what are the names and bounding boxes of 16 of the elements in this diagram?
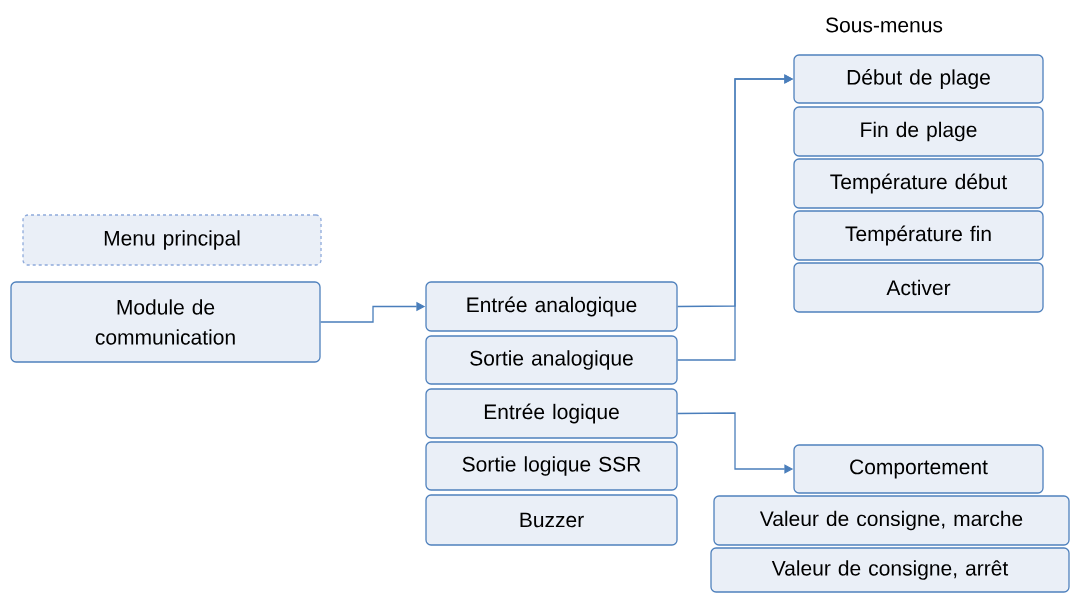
- menu-item-box: Module de communication: [10, 281, 321, 363]
- menu-item-box: Température fin: [793, 210, 1044, 261]
- menu-item-box: Sortie analogique: [425, 335, 678, 385]
- menu-item-box: Entrée analogique: [425, 281, 678, 332]
- menu-item-box: Valeur de consigne, marche: [713, 495, 1070, 546]
- menu-item-box: Valeur de consigne, arrêt: [710, 547, 1070, 593]
- menu-item-box: Buzzer: [425, 494, 678, 546]
- menu-item-box: Température début: [793, 158, 1044, 209]
- menu-box: Menu principal: [22, 214, 322, 266]
- menu-item-box: Sortie logique SSR: [425, 441, 678, 491]
- menu-item-box: Activer: [793, 262, 1044, 313]
- menu-item-box: Comportement: [793, 444, 1044, 494]
- heading: Sous-menus: [826, 17, 943, 33]
- menu-item-box: Fin de plage: [793, 106, 1044, 157]
- menu-item-box: Début de plage: [793, 54, 1044, 104]
- menu-item-box: Entrée logique: [425, 388, 678, 439]
